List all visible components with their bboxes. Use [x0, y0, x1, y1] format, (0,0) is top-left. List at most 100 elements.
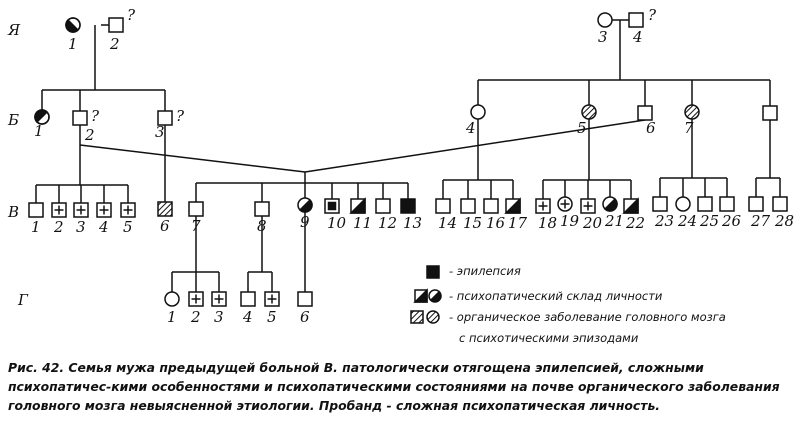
label-I-4: 4: [632, 28, 643, 46]
person-III-21: [602, 196, 618, 212]
label-III-20: 20: [582, 214, 603, 232]
label-IV-6: 6: [300, 308, 310, 326]
person-II-8: [762, 105, 778, 121]
person-I-3: [597, 12, 613, 28]
legend-organic-text-cont: с психотическими эпизодами: [459, 331, 639, 345]
person-III-6: [157, 201, 173, 217]
label-III-2: 2: [53, 218, 64, 236]
legend: [410, 265, 442, 324]
person-III-10: [324, 198, 340, 214]
label-IV-3: 3: [214, 308, 224, 326]
label-IV-1: 1: [167, 308, 177, 326]
label-II-2: 2: [84, 126, 95, 144]
person-IV-4: [240, 291, 256, 307]
label-III-18: 18: [538, 214, 557, 232]
legend-psychopathic-text: - психопатический склад личности: [449, 289, 663, 303]
legend-epilepsy-symbol: [426, 265, 440, 279]
pedigree-chart: Я Б В Г 1 2 3 4 ? ?: [7, 6, 794, 345]
legend-organic-text: - органическое заболевание головного моз…: [449, 310, 726, 324]
generation-labels: Я Б В Г: [7, 21, 29, 309]
person-II-4: [470, 104, 486, 120]
person-III-24: [675, 196, 691, 212]
label-III-1: 1: [31, 218, 41, 236]
gen-i-symbols: [65, 12, 644, 33]
label-III-17: 17: [508, 214, 528, 232]
person-IV-3: [211, 291, 227, 307]
gen-ii-labels: 1 2 3 4 5 6 7 ? ?: [34, 107, 694, 144]
person-IV-1: [164, 291, 180, 307]
person-III-16: [483, 198, 499, 214]
label-III-13: 13: [403, 214, 422, 232]
person-II-1: [34, 109, 50, 125]
person-III-22: [622, 197, 639, 214]
gen-label-3: В: [7, 203, 19, 221]
person-III-5: [120, 202, 136, 218]
label-III-12: 12: [378, 214, 397, 232]
gen-iii-symbols: [28, 196, 788, 218]
label-III-26: 26: [721, 212, 742, 230]
unknown-mark-I-2: ?: [127, 6, 136, 24]
label-III-24: 24: [677, 212, 697, 230]
person-III-4: [96, 202, 112, 218]
person-II-3: [157, 110, 173, 126]
gen-i-labels: 1 2 3 4 ? ?: [68, 6, 657, 53]
person-III-3: [73, 202, 89, 218]
unknown-mark-II-2: ?: [91, 107, 100, 125]
label-III-16: 16: [486, 214, 506, 232]
legend-psychopathic-symbols: [413, 288, 442, 303]
label-IV-2: 2: [190, 308, 201, 326]
person-III-23: [652, 196, 668, 212]
pedigree-lines: [35, 19, 781, 292]
legend-texts: - эпилепсия - психопатический склад личн…: [449, 264, 726, 345]
label-III-25: 25: [699, 212, 719, 230]
person-III-19: [557, 196, 573, 212]
unknown-mark-I-4: ?: [648, 6, 657, 24]
label-III-9: 9: [300, 213, 310, 231]
person-III-15: [460, 198, 476, 214]
label-III-6: 6: [160, 217, 170, 235]
person-III-27: [748, 196, 764, 212]
label-III-8: 8: [257, 217, 267, 235]
label-II-4: 4: [465, 119, 476, 137]
label-III-23: 23: [654, 212, 674, 230]
person-II-6: [637, 105, 653, 121]
label-II-6: 6: [646, 119, 656, 137]
label-II-3: 3: [155, 123, 165, 141]
person-III-25: [697, 196, 713, 212]
label-II-5: 5: [577, 119, 587, 137]
person-II-2: [72, 110, 88, 126]
label-III-14: 14: [438, 214, 457, 232]
label-IV-5: 5: [267, 308, 277, 326]
label-III-28: 28: [774, 212, 794, 230]
label-III-5: 5: [123, 218, 133, 236]
label-III-19: 19: [560, 212, 580, 230]
label-II-7: 7: [684, 119, 694, 137]
figure-caption: Рис. 42. Семья мужа предыдущей больной В…: [8, 360, 780, 413]
label-III-21: 21: [604, 212, 624, 230]
label-I-1: 1: [68, 35, 78, 53]
person-III-8: [254, 201, 270, 217]
label-I-2: 2: [109, 35, 120, 53]
label-III-11: 11: [353, 214, 372, 232]
person-III-2: [51, 202, 67, 218]
person-III-12: [375, 198, 391, 214]
person-III-28: [772, 196, 788, 212]
person-III-1: [28, 202, 44, 218]
person-I-1: [65, 17, 81, 33]
person-III-9: [297, 197, 313, 213]
person-III-14: [435, 198, 451, 214]
person-IV-5: [264, 291, 280, 307]
label-I-3: 3: [598, 28, 608, 46]
person-III-20: [580, 198, 596, 214]
person-II-7: [684, 104, 700, 120]
label-IV-4: 4: [242, 308, 253, 326]
person-IV-6: [297, 291, 313, 307]
legend-epilepsy-text: - эпилепсия: [449, 264, 521, 278]
gen-label-1: Я: [7, 21, 21, 39]
label-III-4: 4: [98, 218, 109, 236]
person-III-7: [188, 201, 204, 217]
person-I-2: [108, 17, 124, 33]
person-III-13: [400, 198, 416, 214]
